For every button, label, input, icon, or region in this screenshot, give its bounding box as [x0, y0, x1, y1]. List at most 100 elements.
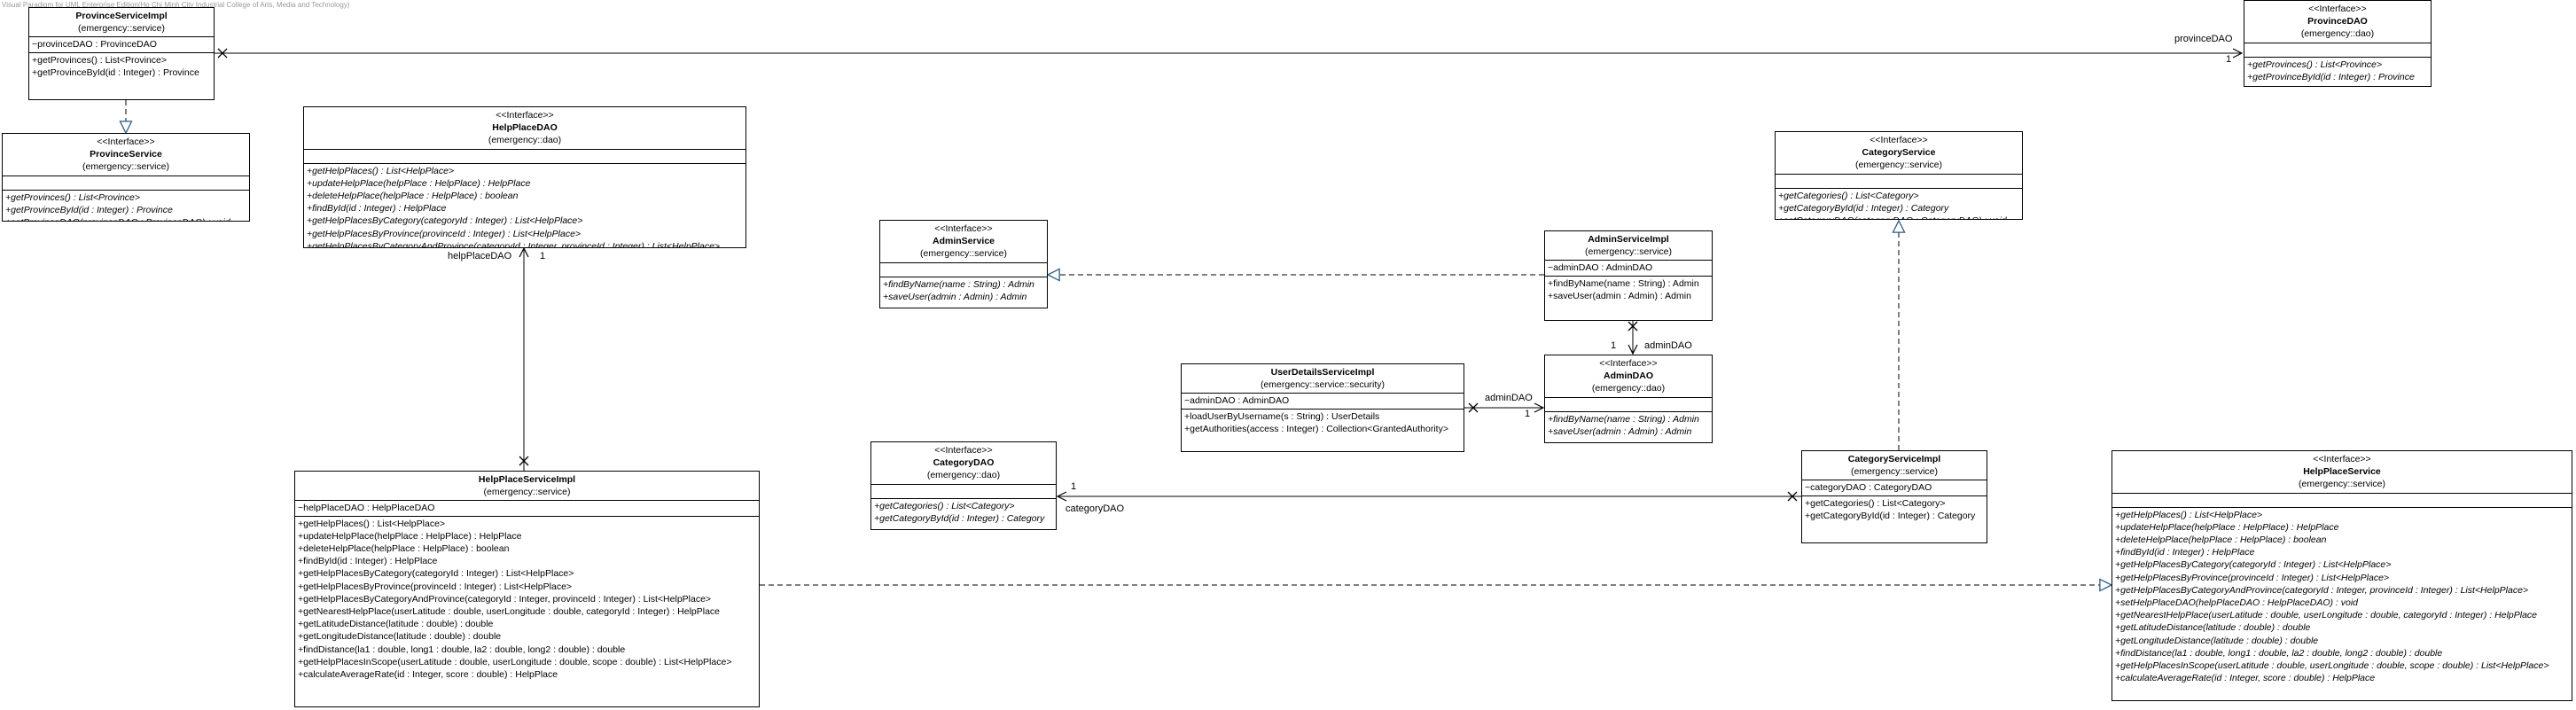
attribute-compartment	[880, 263, 1047, 277]
operation-row: +getHelpPlacesByCategoryAndProvince(cate…	[307, 240, 721, 248]
operation-row: +getNearestHelpPlace(userLatitude : doub…	[2115, 610, 2538, 621]
class-name: ProvinceDAO	[2307, 16, 2368, 27]
class-header: UserDetailsServiceImpl(emergency::servic…	[1182, 364, 1464, 394]
assoc-admin-dao-from-userdetails	[1464, 403, 1543, 412]
operation-row: +getProvinces() : List<Province>	[2247, 59, 2383, 70]
operation-row: +getLatitudeDistance(latitude : double) …	[298, 619, 494, 630]
package-label: (emergency::dao)	[2300, 28, 2375, 40]
attribute-compartment: ~helpPlaceDAO : HelpPlaceDAO	[295, 501, 759, 517]
attribute-compartment	[304, 150, 745, 164]
operation-row: +getCategoryById(id : Integer) : Categor…	[1805, 510, 1976, 521]
operation-row: +getHelpPlacesInScope(userLatitude : dou…	[298, 656, 732, 667]
interface-province-service[interactable]: <<Interface>>ProvinceService(emergency::…	[2, 133, 250, 222]
operation-row: +getCategories() : List<Category>	[1778, 190, 1919, 201]
package-label: (emergency::service)	[82, 161, 170, 173]
operation-row: +getCategoryById(id : Integer) : Categor…	[874, 512, 1045, 524]
attribute-compartment	[1545, 398, 1712, 412]
interface-admin-service[interactable]: <<Interface>>AdminService(emergency::ser…	[879, 220, 1048, 308]
operation-compartment: +loadUserByUsername(s : String) : UserDe…	[1182, 410, 1464, 436]
interface-helpplace-dao[interactable]: <<Interface>>HelpPlaceDAO(emergency::dao…	[303, 106, 746, 248]
operation-row: +findById(id : Integer) : HelpPlace	[307, 203, 447, 215]
class-header: <<Interface>>ProvinceDAO(emergency::dao)	[2244, 1, 2431, 43]
operation-row: +getProvinces() : List<Province>	[5, 191, 141, 203]
role-label-admindao-service: adminDAO	[1644, 340, 1692, 351]
operation-row: +findByName(name : String) : Admin	[1548, 277, 1699, 289]
package-label: (emergency::service)	[1854, 160, 1943, 171]
multiplicity-admindao-userdetails: 1	[1525, 409, 1531, 419]
attribute-compartment: ~categoryDAO : CategoryDAO	[1802, 480, 1987, 496]
attribute-compartment	[1776, 175, 2022, 189]
class-name: AdminServiceImpl	[1588, 234, 1669, 245]
operation-row: +getHelpPlacesByCategory(categoryId : In…	[307, 215, 583, 227]
class-category-service-impl[interactable]: CategoryServiceImpl(emergency::service)~…	[1801, 450, 1987, 543]
operation-row: +getCategories() : List<Category>	[1805, 497, 1946, 509]
class-header: <<Interface>>CategoryService(emergency::…	[1776, 132, 2022, 175]
attribute-compartment	[2112, 494, 2572, 508]
class-name: CategoryService	[1862, 147, 1936, 159]
operation-row: +getProvinces() : List<Province>	[32, 54, 168, 66]
package-label: (emergency::service)	[77, 23, 166, 35]
class-userdetails-service-impl[interactable]: UserDetailsServiceImpl(emergency::servic…	[1181, 363, 1464, 452]
operation-row: +getHelpPlaces() : List<HelpPlace>	[298, 518, 446, 529]
operation-row: +findById(id : Integer) : HelpPlace	[298, 556, 438, 567]
operation-compartment: +getProvinces() : List<Province>+getProv…	[29, 53, 214, 80]
multiplicity-helpplacedao: 1	[540, 251, 546, 261]
class-province-service-impl[interactable]: ProvinceServiceImpl(emergency::service)~…	[28, 7, 215, 100]
watermark: Visual Paradigm for UML Enterprise Editi…	[2, 1, 350, 9]
operation-row: +getProvinceById(id : Integer) : Provinc…	[32, 66, 199, 78]
operation-row: +getHelpPlacesInScope(userLatitude : dou…	[2115, 660, 2549, 672]
operation-row: +saveUser(admin : Admin) : Admin	[883, 291, 1027, 302]
class-helpplace-service-impl[interactable]: HelpPlaceServiceImpl(emergency::service)…	[294, 471, 760, 707]
role-label-helpplacedao: helpPlaceDAO	[448, 251, 512, 261]
operation-row: +findDistance(la1 : double, long1 : doub…	[298, 644, 626, 655]
stereotype-label: <<Interface>>	[2313, 454, 2371, 464]
operation-row: +setProvinceDAO(provinceDAO : ProvinceDA…	[5, 216, 246, 221]
stereotype-label: <<Interface>>	[2308, 4, 2367, 14]
class-header: <<Interface>>HelpPlaceService(emergency:…	[2112, 451, 2572, 494]
class-admin-service-impl[interactable]: AdminServiceImpl(emergency::service)~adm…	[1544, 230, 1713, 321]
stereotype-label: <<Interface>>	[97, 137, 155, 147]
interface-helpplace-service[interactable]: <<Interface>>HelpPlaceService(emergency:…	[2112, 450, 2572, 701]
operation-row: +findDistance(la1 : double, long1 : doub…	[2115, 647, 2443, 659]
operation-compartment: +getHelpPlaces() : List<HelpPlace>+updat…	[295, 517, 759, 683]
class-header: <<Interface>>AdminService(emergency::ser…	[880, 221, 1047, 263]
attribute-compartment	[871, 485, 1056, 499]
attribute-compartment	[3, 176, 249, 191]
class-name: ProvinceService	[90, 149, 162, 160]
operation-row: +findById(id : Integer) : HelpPlace	[2115, 547, 2255, 558]
operation-row: +saveUser(admin : Admin) : Admin	[1548, 425, 1692, 437]
interface-category-dao[interactable]: <<Interface>>CategoryDAO(emergency::dao)…	[870, 441, 1057, 530]
stereotype-label: <<Interface>>	[496, 110, 554, 121]
interface-category-service[interactable]: <<Interface>>CategoryService(emergency::…	[1775, 131, 2023, 220]
multiplicity-provincedao: 1	[2226, 54, 2232, 65]
role-label-provincedao: provinceDAO	[2174, 34, 2233, 44]
class-name: AdminService	[932, 236, 995, 247]
operation-row: +getHelpPlacesByCategoryAndProvince(cate…	[2115, 584, 2529, 596]
stereotype-label: <<Interface>>	[934, 223, 993, 234]
attribute-row: ~categoryDAO : CategoryDAO	[1805, 482, 1932, 494]
attribute-row: ~helpPlaceDAO : HelpPlaceDAO	[298, 503, 435, 514]
operation-row: +calculateAverageRate(id : Integer, scor…	[298, 669, 558, 681]
package-label: (emergency::service::security)	[1260, 379, 1386, 391]
operation-compartment: +getHelpPlaces() : List<HelpPlace>+updat…	[304, 164, 745, 248]
operation-row: +getAuthorities(access : Integer) : Coll…	[1184, 423, 1448, 434]
operation-row: +getHelpPlacesByCategory(categoryId : In…	[2115, 559, 2392, 571]
attribute-row: ~adminDAO : AdminDAO	[1184, 395, 1290, 407]
operation-row: +setHelpPlaceDAO(helpPlaceDAO : HelpPlac…	[2115, 597, 2358, 609]
operation-row: +getHelpPlacesByCategory(categoryId : In…	[298, 568, 574, 580]
class-name: CategoryDAO	[933, 457, 995, 469]
package-label: (emergency::service)	[1850, 466, 1939, 478]
operation-row: +getHelpPlaces() : List<HelpPlace>	[2115, 509, 2263, 520]
operation-compartment: +getCategories() : List<Category>+getCat…	[1776, 189, 2022, 219]
class-name: ProvinceServiceImpl	[75, 11, 168, 21]
operation-row: +deleteHelpPlace(helpPlace : HelpPlace) …	[2115, 534, 2327, 546]
operation-row: +getLongitudeDistance(latitude : double)…	[298, 631, 502, 643]
operation-row: +getCategoryById(id : Integer) : Categor…	[1778, 202, 1949, 214]
interface-admin-dao[interactable]: <<Interface>>AdminDAO(emergency::dao)+fi…	[1544, 355, 1713, 443]
operation-compartment: +getProvinces() : List<Province>+getProv…	[3, 191, 249, 221]
attribute-compartment	[2244, 43, 2431, 58]
package-label: (emergency::service)	[2298, 479, 2386, 490]
operation-row: +getNearestHelpPlace(userLatitude : doub…	[298, 606, 721, 618]
interface-province-dao[interactable]: <<Interface>>ProvinceDAO(emergency::dao)…	[2244, 0, 2432, 87]
